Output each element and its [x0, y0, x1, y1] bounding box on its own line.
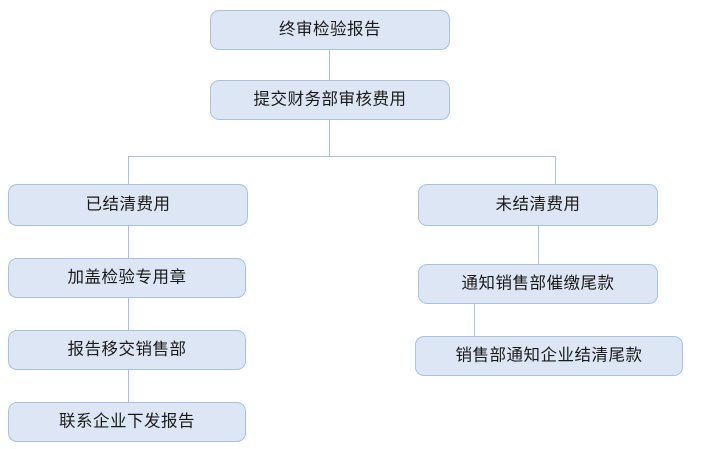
node-fee-settled[interactable]: 已结清费用 — [8, 184, 248, 226]
node-fee-unsettled[interactable]: 未结清费用 — [418, 184, 658, 226]
node-submit-finance-review-fee[interactable]: 提交财务部审核费用 — [210, 80, 450, 120]
node-label: 通知销售部催缴尾款 — [461, 273, 615, 293]
node-label: 加盖检验专用章 — [67, 267, 187, 287]
node-sales-notify-enterprise-settle-balance[interactable]: 销售部通知企业结清尾款 — [415, 336, 683, 376]
node-label: 已结清费用 — [85, 194, 171, 214]
node-affix-inspection-seal[interactable]: 加盖检验专用章 — [8, 258, 246, 298]
connector-branch-left-drop — [128, 156, 129, 184]
node-label: 终审检验报告 — [279, 19, 381, 39]
connector-n1-n2 — [329, 50, 330, 80]
connector-branch-bar — [128, 156, 556, 157]
connector-n8-n9 — [474, 304, 475, 336]
node-label: 联系企业下发报告 — [59, 411, 195, 431]
node-label: 销售部通知企业结清尾款 — [455, 345, 643, 365]
connector-n3-n4 — [128, 226, 129, 258]
connector-n7-n8 — [538, 226, 539, 264]
node-notify-sales-collect-balance[interactable]: 通知销售部催缴尾款 — [418, 264, 658, 304]
node-final-inspection-report[interactable]: 终审检验报告 — [210, 10, 450, 50]
node-transfer-report-to-sales[interactable]: 报告移交销售部 — [8, 330, 246, 370]
connector-n2-branch-stem — [329, 120, 330, 156]
node-label: 未结清费用 — [495, 194, 581, 214]
connector-n5-n6 — [128, 370, 129, 402]
connector-branch-right-drop — [555, 156, 556, 184]
connector-n4-n5 — [128, 298, 129, 330]
node-label: 提交财务部审核费用 — [253, 89, 407, 109]
node-contact-enterprise-issue-report[interactable]: 联系企业下发报告 — [8, 402, 246, 442]
node-label: 报告移交销售部 — [67, 339, 187, 359]
